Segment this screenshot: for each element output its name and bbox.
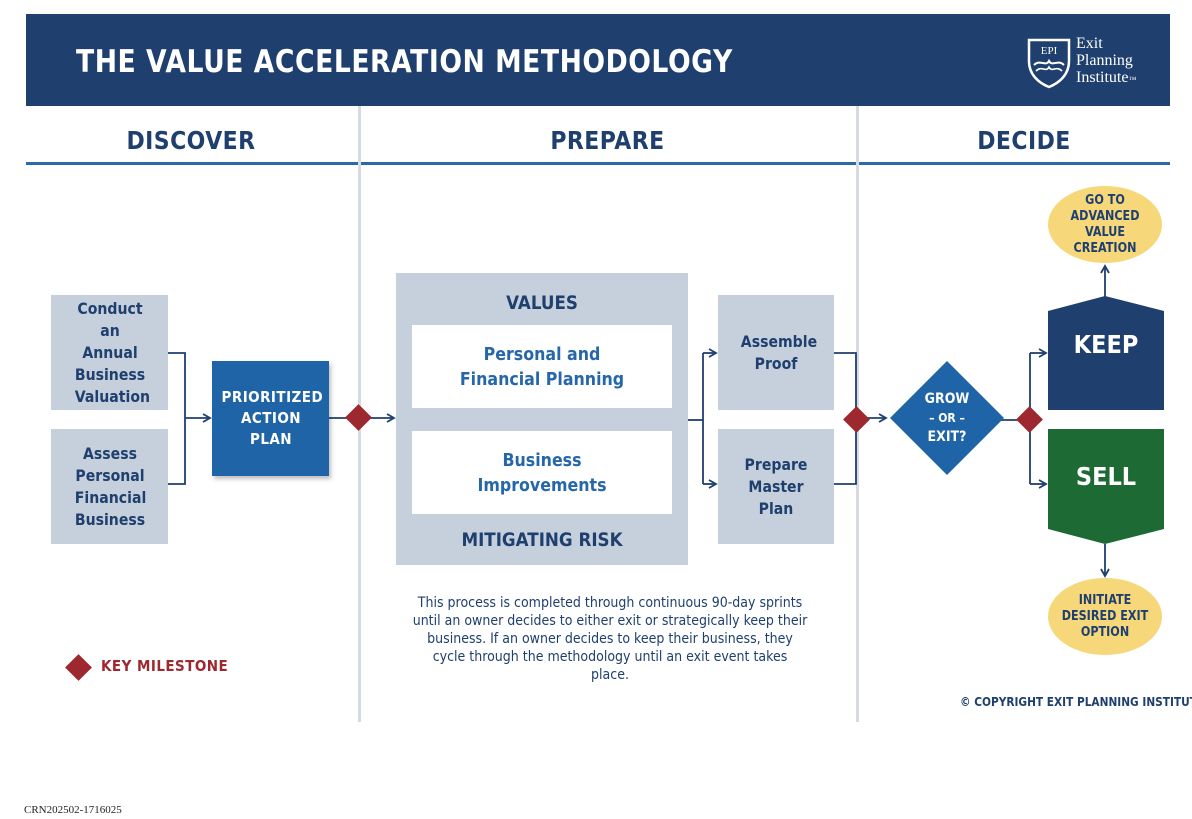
logo-trademark: ™ [1128,75,1137,84]
logo-line-2: Planning [1076,52,1133,69]
logo-line-1: Exit [1076,35,1103,52]
prioritized-action-plan-box: PRIORITIZED ACTION PLAN [212,361,329,476]
legend-diamond [65,654,92,681]
footer-code: CRN202502-1716025 [24,804,122,816]
values-panel [396,273,688,565]
sell-shape [1048,429,1164,544]
values-label: VALUES [506,292,578,314]
sell-label: SELL [1075,462,1137,491]
personal-financial-planning-label: Personal and Financial Planning [459,343,625,390]
logo-badge-text: EPI [1041,45,1058,57]
mitigating-risk-label: MITIGATING RISK [461,529,623,551]
grow-label-line-3: EXIT? [927,429,967,445]
assemble-proof-label: Assemble Proof [740,331,818,373]
prepare-master-plan-label: Prepare Master Plan [744,454,808,518]
phase-rule-discover [26,162,358,165]
copyright-notice: © COPYRIGHT EXIT PLANNING INSTITUTE [960,695,1192,709]
phase-prepare-heading: PREPARE [550,126,665,155]
grow-or-exit-diamond [890,361,1004,475]
business-improvements-box: Business Improvements [412,431,672,514]
business-improvements-label: Business Improvements [477,449,607,496]
milestone-diamond-1 [345,404,372,431]
phase-decide-heading: DECIDE [977,126,1071,155]
phase-discover-heading: DISCOVER [126,126,256,155]
assess-personal-box: Assess Personal Financial Business [51,429,168,544]
assess-personal-label: Assess Personal Financial Business [74,443,146,529]
grow-label-line-1: GROW [924,391,970,407]
logo-wordmark: Exit Planning Institute™ [1076,35,1136,88]
prepare-master-plan-box: Prepare Master Plan [718,429,834,544]
phase-rule-decide [859,162,1170,165]
milestone-diamond-3 [1016,406,1043,433]
advanced-value-creation-label: GO TO ADVANCED VALUE CREATION [1070,192,1140,256]
annual-valuation-box: Conduct an Annual Business Valuation [51,295,168,410]
shield-icon: EPI [1027,38,1071,89]
legend-key-milestone: KEY MILESTONE [101,657,229,675]
initiate-exit-option-label: INITIATE DESIRED EXIT OPTION [1061,592,1149,640]
process-note: This process is completed through contin… [412,595,808,683]
advanced-value-creation-oval: GO TO ADVANCED VALUE CREATION [1048,186,1162,263]
logo-line-3: Institute [1076,69,1129,86]
grow-or-exit-label: GROW – OR – EXIT? [907,390,988,447]
prioritized-action-plan-label: PRIORITIZED ACTION PLAN [221,388,323,448]
assemble-proof-box: Assemble Proof [718,295,834,410]
phase-rule-prepare [361,162,856,165]
keep-label: KEEP [1073,330,1139,359]
grow-label-line-2: – OR – [929,411,965,425]
keep-shape [1048,296,1164,410]
header-banner [26,14,1170,106]
personal-financial-planning-box: Personal and Financial Planning [412,325,672,408]
milestone-diamond-2 [843,406,870,433]
initiate-exit-option-oval: INITIATE DESIRED EXIT OPTION [1048,578,1162,655]
page-title: THE VALUE ACCELERATION METHODOLOGY [76,44,733,80]
annual-valuation-label: Conduct an Annual Business Valuation [74,298,150,406]
